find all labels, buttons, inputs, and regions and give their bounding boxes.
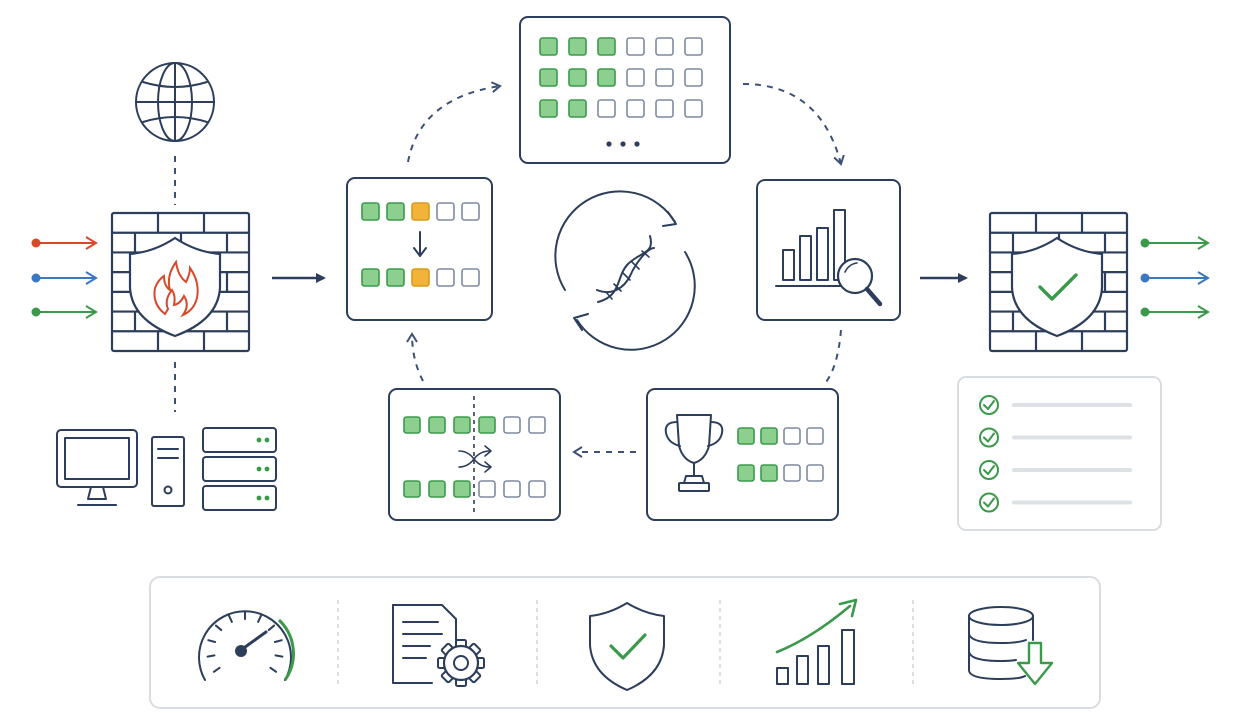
check-circle-icon xyxy=(979,460,999,480)
gene-cell xyxy=(568,68,587,87)
gene-cell xyxy=(806,464,824,482)
gene-cell xyxy=(411,202,430,221)
tower-icon xyxy=(151,436,185,507)
outgoing-traffic-arrows xyxy=(1140,236,1210,319)
gauge-tick xyxy=(206,654,216,658)
gene-cell xyxy=(684,99,703,118)
cycle-arrows xyxy=(406,81,845,458)
population-grid-icon xyxy=(519,16,731,164)
gene-cell xyxy=(386,268,405,287)
gene-cell xyxy=(539,68,558,87)
firewall-check-icon xyxy=(988,211,1129,353)
gene-cell xyxy=(403,416,421,434)
dna-cycle-icon xyxy=(554,190,696,351)
checklist-item xyxy=(979,460,1132,480)
incoming-traffic-arrows xyxy=(31,236,98,319)
gene-cell xyxy=(597,68,616,87)
gene-cell xyxy=(568,99,587,118)
incoming-arrow-blue xyxy=(31,271,98,285)
gene-cell xyxy=(539,37,558,56)
gene-cell xyxy=(539,99,558,118)
gene-cell xyxy=(528,416,546,434)
growth-chart-icon xyxy=(775,598,858,685)
gene-cell xyxy=(403,480,421,498)
outgoing-arrow-1 xyxy=(1140,236,1210,250)
checkmark-icon xyxy=(983,432,995,443)
check-circle-icon xyxy=(979,492,999,513)
outgoing-arrow-2 xyxy=(1140,271,1210,285)
gene-cell xyxy=(478,416,496,434)
gene-cell xyxy=(655,68,674,87)
gene-cell xyxy=(503,480,521,498)
document-gear-icon xyxy=(392,604,485,687)
gauge-tick xyxy=(273,639,283,643)
gene-cell xyxy=(528,480,546,498)
gene-cell xyxy=(655,99,674,118)
shield-check-icon xyxy=(589,602,665,691)
gene-cell xyxy=(436,202,455,221)
globe-icon xyxy=(135,62,215,142)
checklist-item xyxy=(979,492,1132,513)
checkmark-icon xyxy=(983,497,995,508)
gauge-tick xyxy=(212,666,221,673)
gene-cell xyxy=(361,202,380,221)
firewall-fire-icon xyxy=(110,211,251,353)
incoming-arrow-green xyxy=(31,305,98,319)
gene-cell xyxy=(760,427,778,445)
gene-cell xyxy=(655,37,674,56)
gauge-tick xyxy=(269,666,278,673)
gene-cell xyxy=(428,480,446,498)
gene-cell xyxy=(783,464,801,482)
gauge-tick xyxy=(214,624,223,632)
server-stack-icon xyxy=(202,427,277,511)
gene-cell xyxy=(626,37,645,56)
gauge-tick xyxy=(267,624,276,632)
gene-cell xyxy=(597,37,616,56)
gene-cell xyxy=(478,480,496,498)
database-download-icon xyxy=(968,606,1054,686)
gene-cell xyxy=(453,480,471,498)
checklist-item xyxy=(979,395,1132,415)
gene-cell xyxy=(361,268,380,287)
checklist-item xyxy=(979,427,1132,448)
gene-cell xyxy=(806,427,824,445)
incoming-arrow-red xyxy=(31,236,98,250)
speedometer-icon xyxy=(198,610,295,681)
check-circle-icon xyxy=(979,395,999,415)
gene-cell xyxy=(737,464,755,482)
gauge-tick xyxy=(227,614,233,623)
gene-cell xyxy=(684,68,703,87)
check-circle-icon xyxy=(979,427,999,448)
computer-icon xyxy=(56,429,138,506)
gene-cell xyxy=(737,427,755,445)
gene-cell xyxy=(386,202,405,221)
gene-cell xyxy=(626,99,645,118)
checklist-icon xyxy=(957,376,1162,531)
checkmark-icon xyxy=(983,465,995,475)
gene-cell xyxy=(461,202,480,221)
gene-cell xyxy=(626,68,645,87)
gene-cell xyxy=(428,416,446,434)
gene-cell xyxy=(503,416,521,434)
crossover-icon xyxy=(388,388,561,521)
gauge-tick xyxy=(274,654,284,658)
trophy-selection-icon xyxy=(646,388,839,521)
benefits-panel xyxy=(149,576,1101,709)
fitness-chart-icon xyxy=(756,179,901,321)
outgoing-arrow-3 xyxy=(1140,305,1210,319)
gene-cell xyxy=(453,416,471,434)
gene-cell xyxy=(568,37,587,56)
gene-cell xyxy=(461,268,480,287)
gene-cell xyxy=(783,427,801,445)
gene-cell xyxy=(760,464,778,482)
gene-cell xyxy=(597,99,616,118)
gauge-tick xyxy=(257,614,263,623)
gene-cell xyxy=(684,37,703,56)
gauge-tick xyxy=(207,639,217,643)
mutation-icon xyxy=(346,177,493,321)
gene-cell xyxy=(436,268,455,287)
gene-cell xyxy=(411,268,430,287)
checkmark-icon xyxy=(983,400,995,410)
